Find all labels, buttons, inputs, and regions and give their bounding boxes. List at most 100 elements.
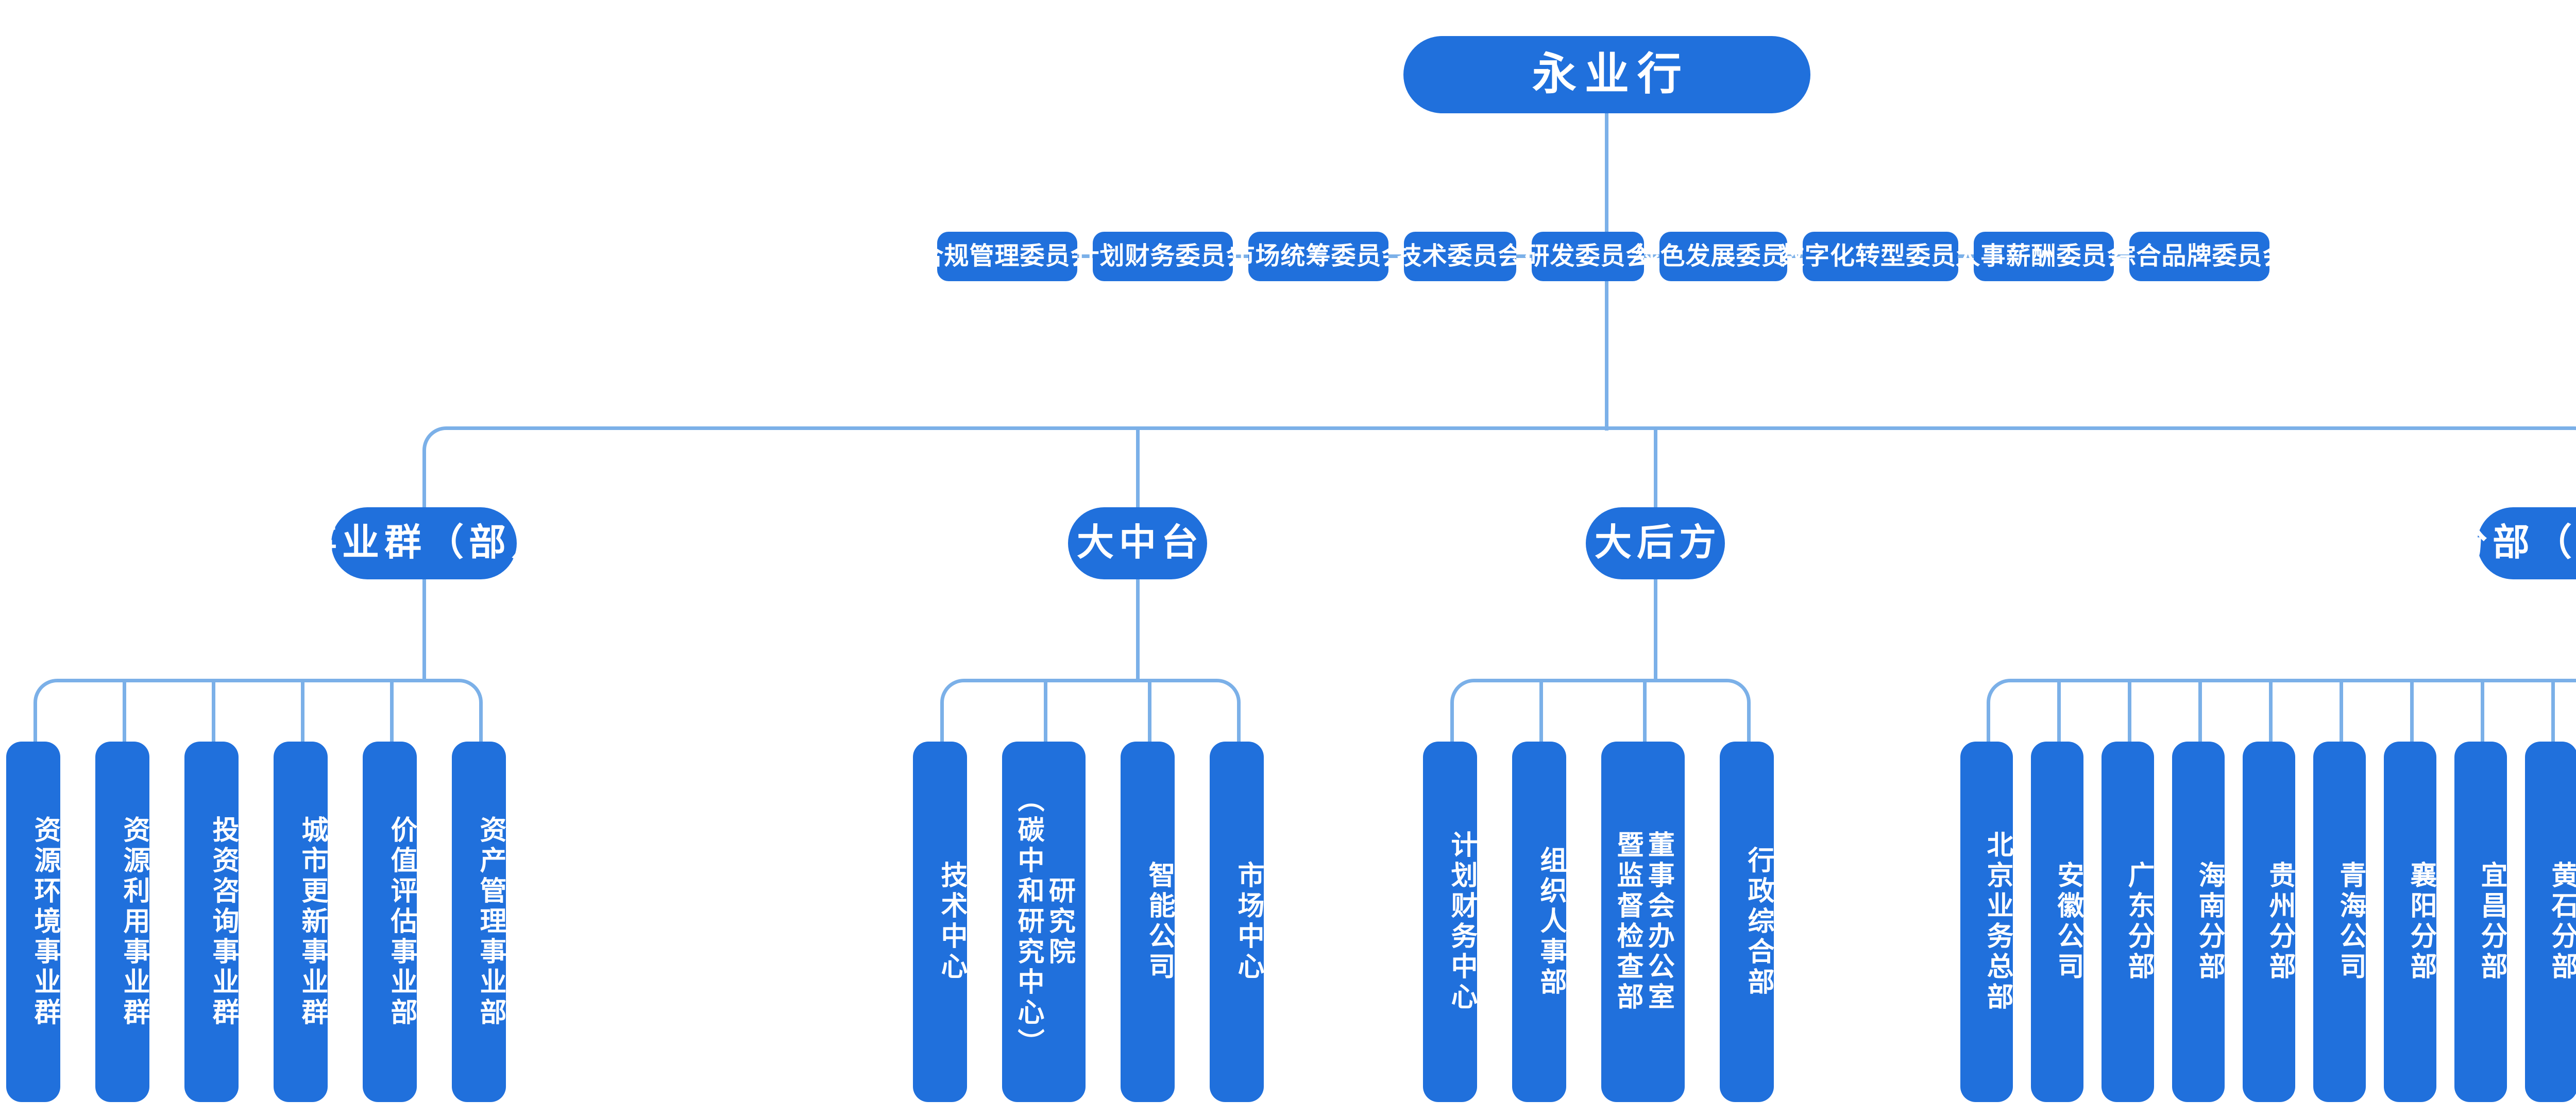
group-to-subbus-2 [1136,579,1140,679]
committee-label: 研发委员会 [1524,243,1651,270]
committee-label: 综合品牌委员会 [2111,243,2288,270]
subbus-corner-right-1 [455,679,483,706]
subbus-3 [1473,679,1723,682]
leaf-node-4-3[interactable]: 广东分部 [2102,742,2154,1102]
committee-3[interactable]: 市场统筹委员会 [1230,232,1406,281]
committee-4[interactable]: 技术委员会 [1397,232,1523,281]
committee-connector [1644,254,1659,258]
committee-label: 市场统筹委员会 [1230,243,1407,270]
committee-connector [1787,254,1803,258]
group-header-2[interactable]: 大中台 [1068,507,1207,579]
leaf-drop-2-4 [1236,702,1241,742]
leaf-node-3-4[interactable]: 行政综合部 [1720,742,1774,1102]
leaf-drop-1-5 [389,679,394,742]
leaf-node-2-1[interactable]: 技术中心 [913,742,967,1102]
committee-6[interactable]: 绿色发展委员会 [1635,232,1811,281]
group-header-label: 事业群（部） [300,522,554,564]
leaf-drop-4-8 [2481,679,2484,742]
leaf-node-4-9[interactable]: 黄石分部 [2525,742,2576,1102]
subbus-corner-right-2 [1213,679,1241,706]
group-header-1[interactable]: 事业群（部） [300,507,548,579]
subbus-4 [2010,679,2576,682]
leaf-node-1-3[interactable]: 投资咨询事业群 [184,742,239,1102]
subbus-1 [57,679,455,682]
group-drop-2 [1136,426,1140,507]
leaf-drop-2-2 [1044,679,1047,742]
leaf-label-primary: 研究院 [1044,876,1075,968]
committee-connector [1958,254,1974,258]
leaf-node-2-2[interactable]: 研究院（碳中和研究中心） [1002,742,1086,1102]
leaf-drop-4-7 [2410,679,2414,742]
leaf-drop-3-3 [1643,679,1647,742]
leaf-drop-4-4 [2198,679,2202,742]
group-header-label: 分部（分公司） [2450,522,2576,564]
bus-corner-left [422,426,450,454]
group-header-4[interactable]: 分部（分公司） [2450,507,2576,579]
leaf-drop-4-2 [2057,679,2061,742]
leaf-node-4-7[interactable]: 襄阳分部 [2384,742,2436,1102]
group-drop-3 [1654,426,1657,507]
committee-connector [1516,254,1532,258]
committee-5[interactable]: 研发委员会 [1525,232,1651,281]
leaf-drop-2-3 [1147,679,1151,742]
trunk-stem [1605,281,1608,431]
committee-label: 技术委员会 [1397,243,1523,270]
leaf-drop-2-1 [940,702,944,742]
leaf-node-1-1[interactable]: 资源环境事业群 [6,742,60,1102]
leaf-node-4-5[interactable]: 贵州分部 [2243,742,2295,1102]
leaf-drop-3-1 [1450,702,1454,742]
subbus-corner-left-2 [940,679,968,706]
leaf-drop-4-6 [2340,679,2343,742]
leaf-node-1-2[interactable]: 资源利用事业群 [95,742,149,1102]
leaf-label-secondary: （碳中和研究中心） [1013,785,1043,1059]
committee-connector [1233,254,1248,258]
leaf-node-4-2[interactable]: 安徽公司 [2031,742,2083,1102]
committee-2[interactable]: 计划财务委员会 [1075,232,1251,281]
committee-connector [1388,254,1404,258]
leaf-drop-1-6 [479,702,483,742]
committee-label: 人事薪酬委员会 [1955,243,2132,270]
leaf-node-3-2[interactable]: 组织人事部 [1512,742,1566,1102]
leaf-columns: 研究院（碳中和研究中心） [1013,742,1075,1102]
committee-8[interactable]: 人事薪酬委员会 [1956,232,2132,281]
leaf-node-3-1[interactable]: 计划财务中心 [1423,742,1477,1102]
committee-7[interactable]: 数字化转型委员会 [1780,232,1981,281]
subbus-corner-left-3 [1450,679,1478,706]
group-bus [446,426,2570,430]
group-header-3[interactable]: 大后方 [1586,507,1725,579]
leaf-node-4-1[interactable]: 北京业务总部 [1960,742,2013,1102]
bus-corner-right [2570,426,2576,454]
committee-label: 数字化转型委员会 [1780,243,1982,270]
leaf-node-2-3[interactable]: 智能公司 [1121,742,1175,1102]
committee-9[interactable]: 综合品牌委员会 [2111,232,2287,281]
root-node-label: 永业行 [1532,49,1690,99]
committee-connector [2114,254,2129,258]
leaf-drop-1-4 [300,679,304,742]
subbus-2 [963,679,1213,682]
leaf-node-1-6[interactable]: 资产管理事业部 [452,742,506,1102]
committee-label: 计划财务委员会 [1074,243,1251,270]
leaf-drop-3-2 [1539,679,1543,742]
leaf-drop-3-4 [1747,702,1751,742]
leaf-node-1-5[interactable]: 价值评估事业部 [363,742,417,1102]
subbus-corner-right-3 [1723,679,1751,706]
leaf-drop-1-1 [33,702,37,742]
leaf-drop-4-1 [1987,702,1990,742]
leaf-node-4-4[interactable]: 海南分部 [2172,742,2225,1102]
root-node[interactable]: 永业行 [1403,36,1810,113]
committee-connector [1077,254,1093,258]
committee-1[interactable]: 合规管理委员会 [919,232,1095,281]
committee-label: 合规管理委员会 [919,243,1096,270]
leaf-node-3-3[interactable]: 董事会办公室暨监督检查部 [1601,742,1685,1102]
committee-label: 绿色发展委员会 [1635,243,1812,270]
leaf-node-4-8[interactable]: 宜昌分部 [2454,742,2507,1102]
leaf-label-primary: 董事会办公室 [1643,831,1674,1013]
leaf-node-1-4[interactable]: 城市更新事业群 [274,742,328,1102]
leaf-drop-1-2 [122,679,126,742]
leaf-drop-1-3 [211,679,215,742]
group-drop-1 [422,450,426,507]
group-to-subbus-1 [422,579,426,679]
leaf-node-4-6[interactable]: 青海公司 [2313,742,2366,1102]
leaf-drop-4-5 [2269,679,2273,742]
leaf-node-2-4[interactable]: 市场中心 [1210,742,1264,1102]
